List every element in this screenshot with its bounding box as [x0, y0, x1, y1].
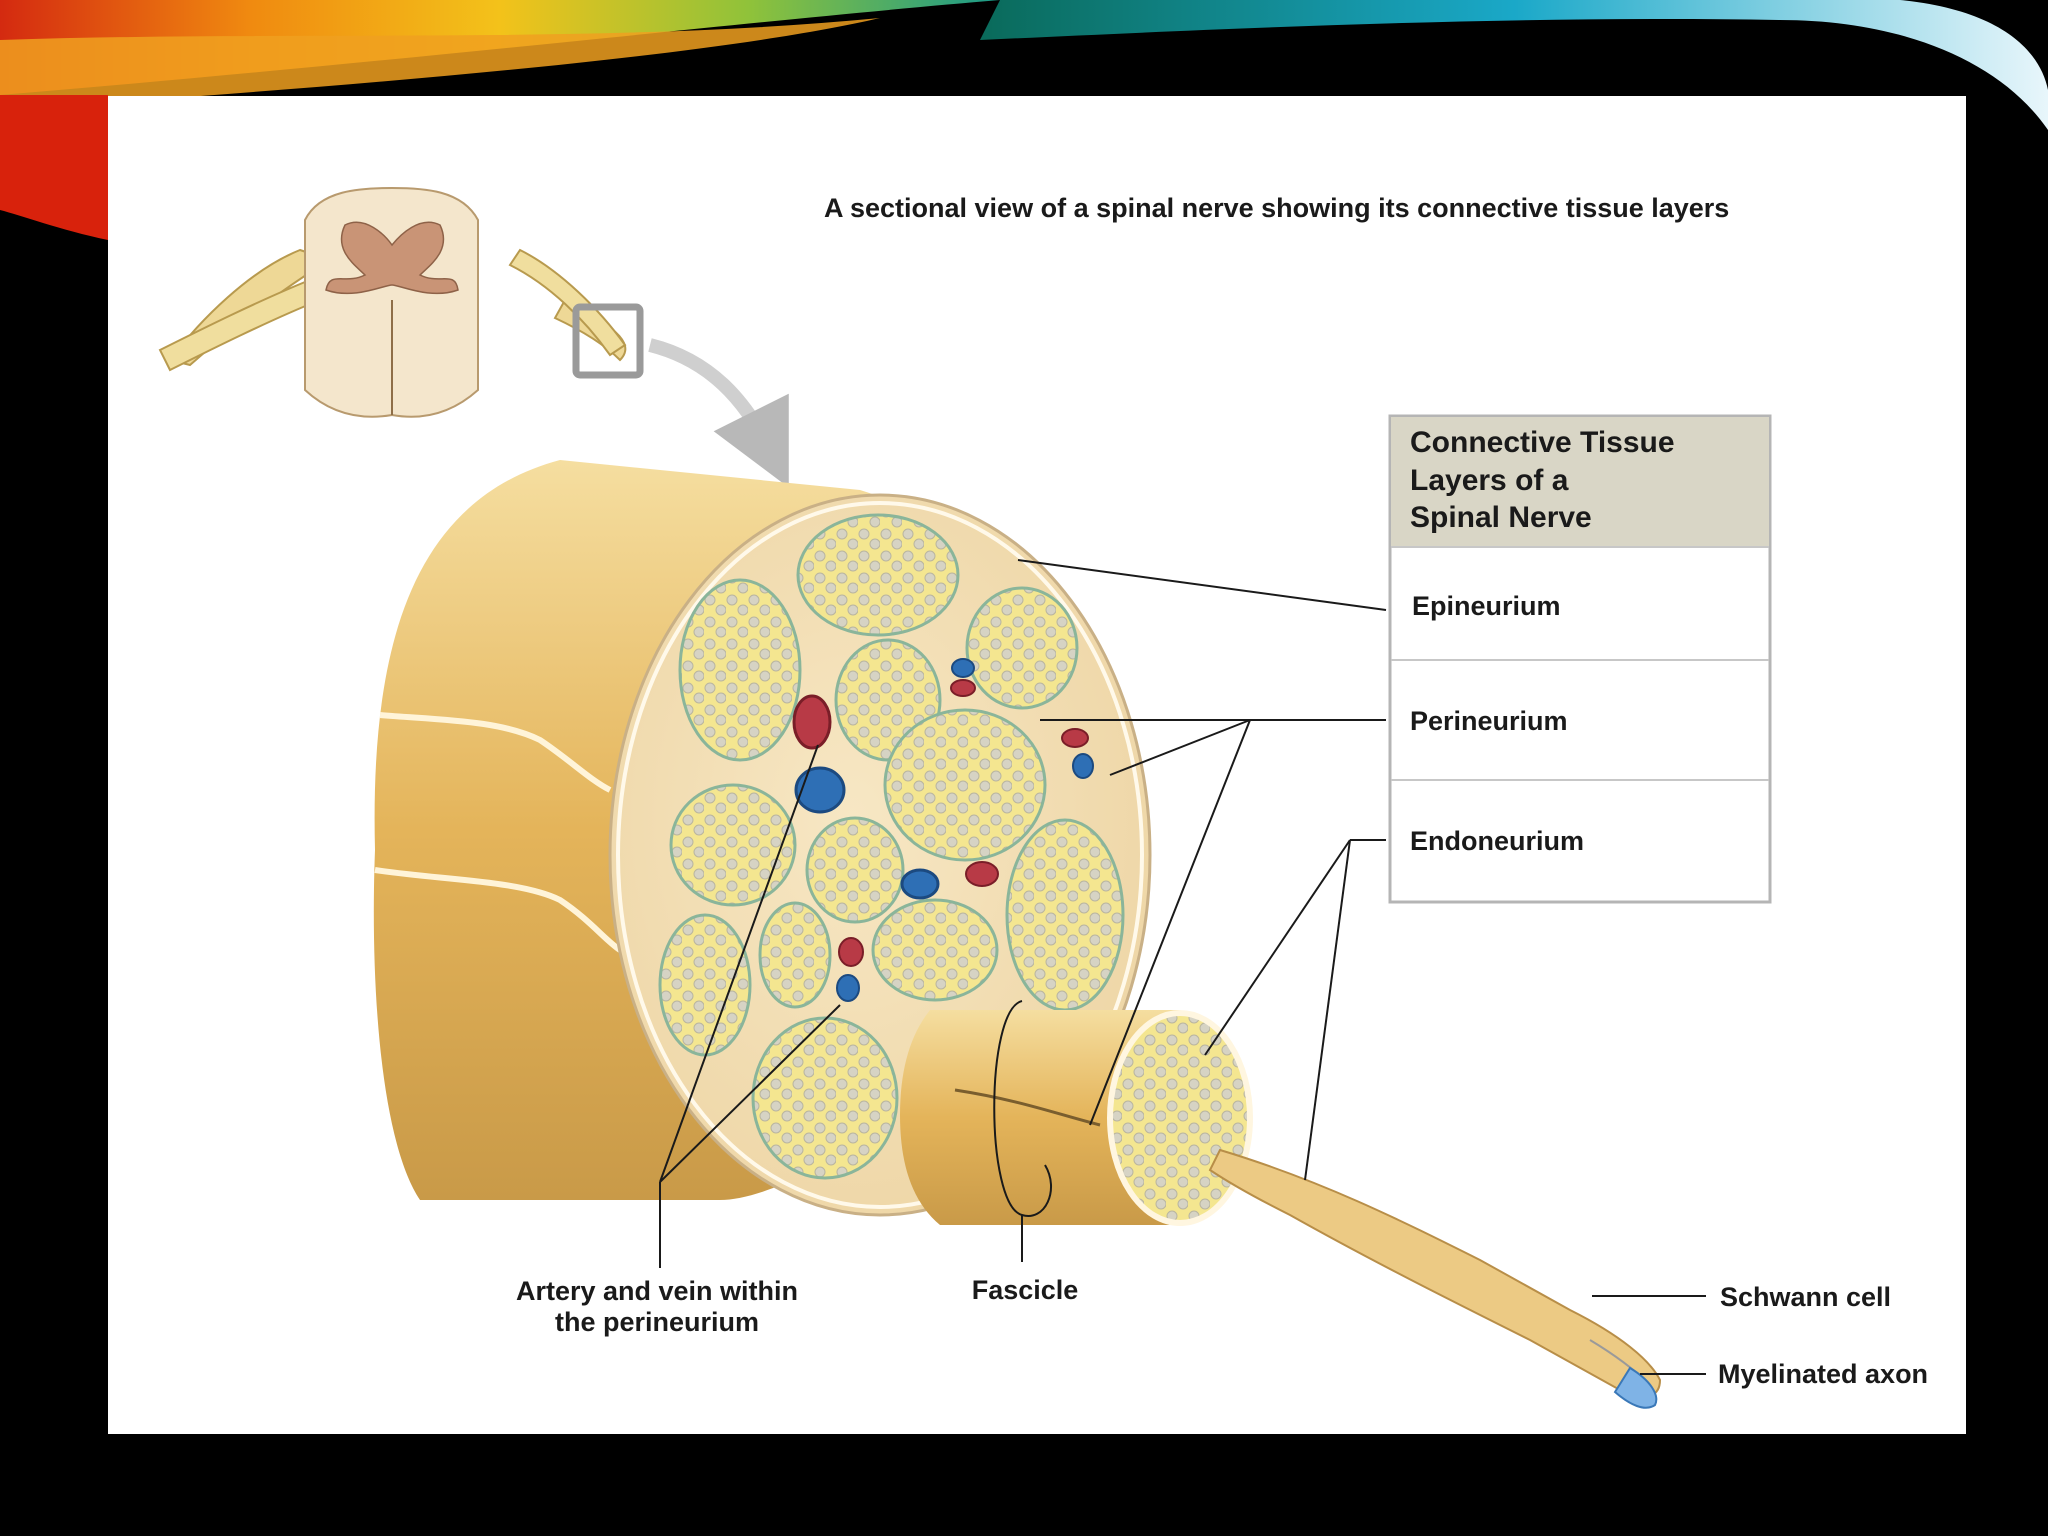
artery — [950, 679, 976, 697]
fascicle — [758, 901, 832, 1009]
legend-header-line: Layers of a — [1410, 464, 1569, 497]
selection-box — [572, 303, 644, 379]
vein — [1072, 753, 1094, 779]
fascicle-cross-section — [1107, 1010, 1253, 1226]
fascicle — [871, 898, 999, 1002]
artery — [1061, 728, 1089, 748]
legend-header-line: Connective Tissue — [1410, 426, 1675, 459]
connective-tissue-legend: Connective Tissue Layers of a Spinal Ner… — [1388, 414, 1772, 904]
fascicle-label: Fascicle — [972, 1275, 1079, 1305]
artery-vein-label: the perineurium — [555, 1307, 759, 1337]
schwann-cell-label: Schwann cell — [1720, 1282, 1891, 1312]
artery — [792, 694, 832, 750]
vein — [951, 658, 975, 678]
fascicle — [965, 586, 1079, 710]
fascicle — [796, 513, 960, 637]
leader-lines — [659, 559, 1706, 1375]
vein — [836, 974, 860, 1002]
fascicle — [883, 708, 1047, 862]
artery — [965, 861, 999, 887]
header-swoosh — [0, 0, 2048, 240]
fascicle — [1005, 818, 1125, 1012]
myelinated-axon-label: Myelinated axon — [1718, 1359, 1928, 1389]
epineurium-label: Epineurium — [1412, 591, 1561, 621]
spinal-cord-illustration — [158, 186, 789, 488]
fascicle — [658, 913, 752, 1057]
legend-header-line: Spinal Nerve — [1410, 501, 1592, 534]
perineurium-label: Perineurium — [1410, 706, 1568, 736]
fascicle — [751, 1016, 899, 1180]
artery — [838, 937, 864, 967]
vein — [900, 868, 940, 900]
fascicle — [678, 578, 802, 762]
fascicle — [805, 816, 905, 924]
vein — [794, 766, 846, 814]
fascicle — [669, 783, 797, 907]
legend-header — [1391, 417, 1769, 547]
extracted-fascicle — [900, 1010, 1662, 1409]
diagram-title: A sectional view of a spinal nerve showi… — [824, 193, 1729, 223]
artery-vein-label: Artery and vein within — [516, 1276, 798, 1306]
endoneurium-label: Endoneurium — [1410, 826, 1584, 856]
